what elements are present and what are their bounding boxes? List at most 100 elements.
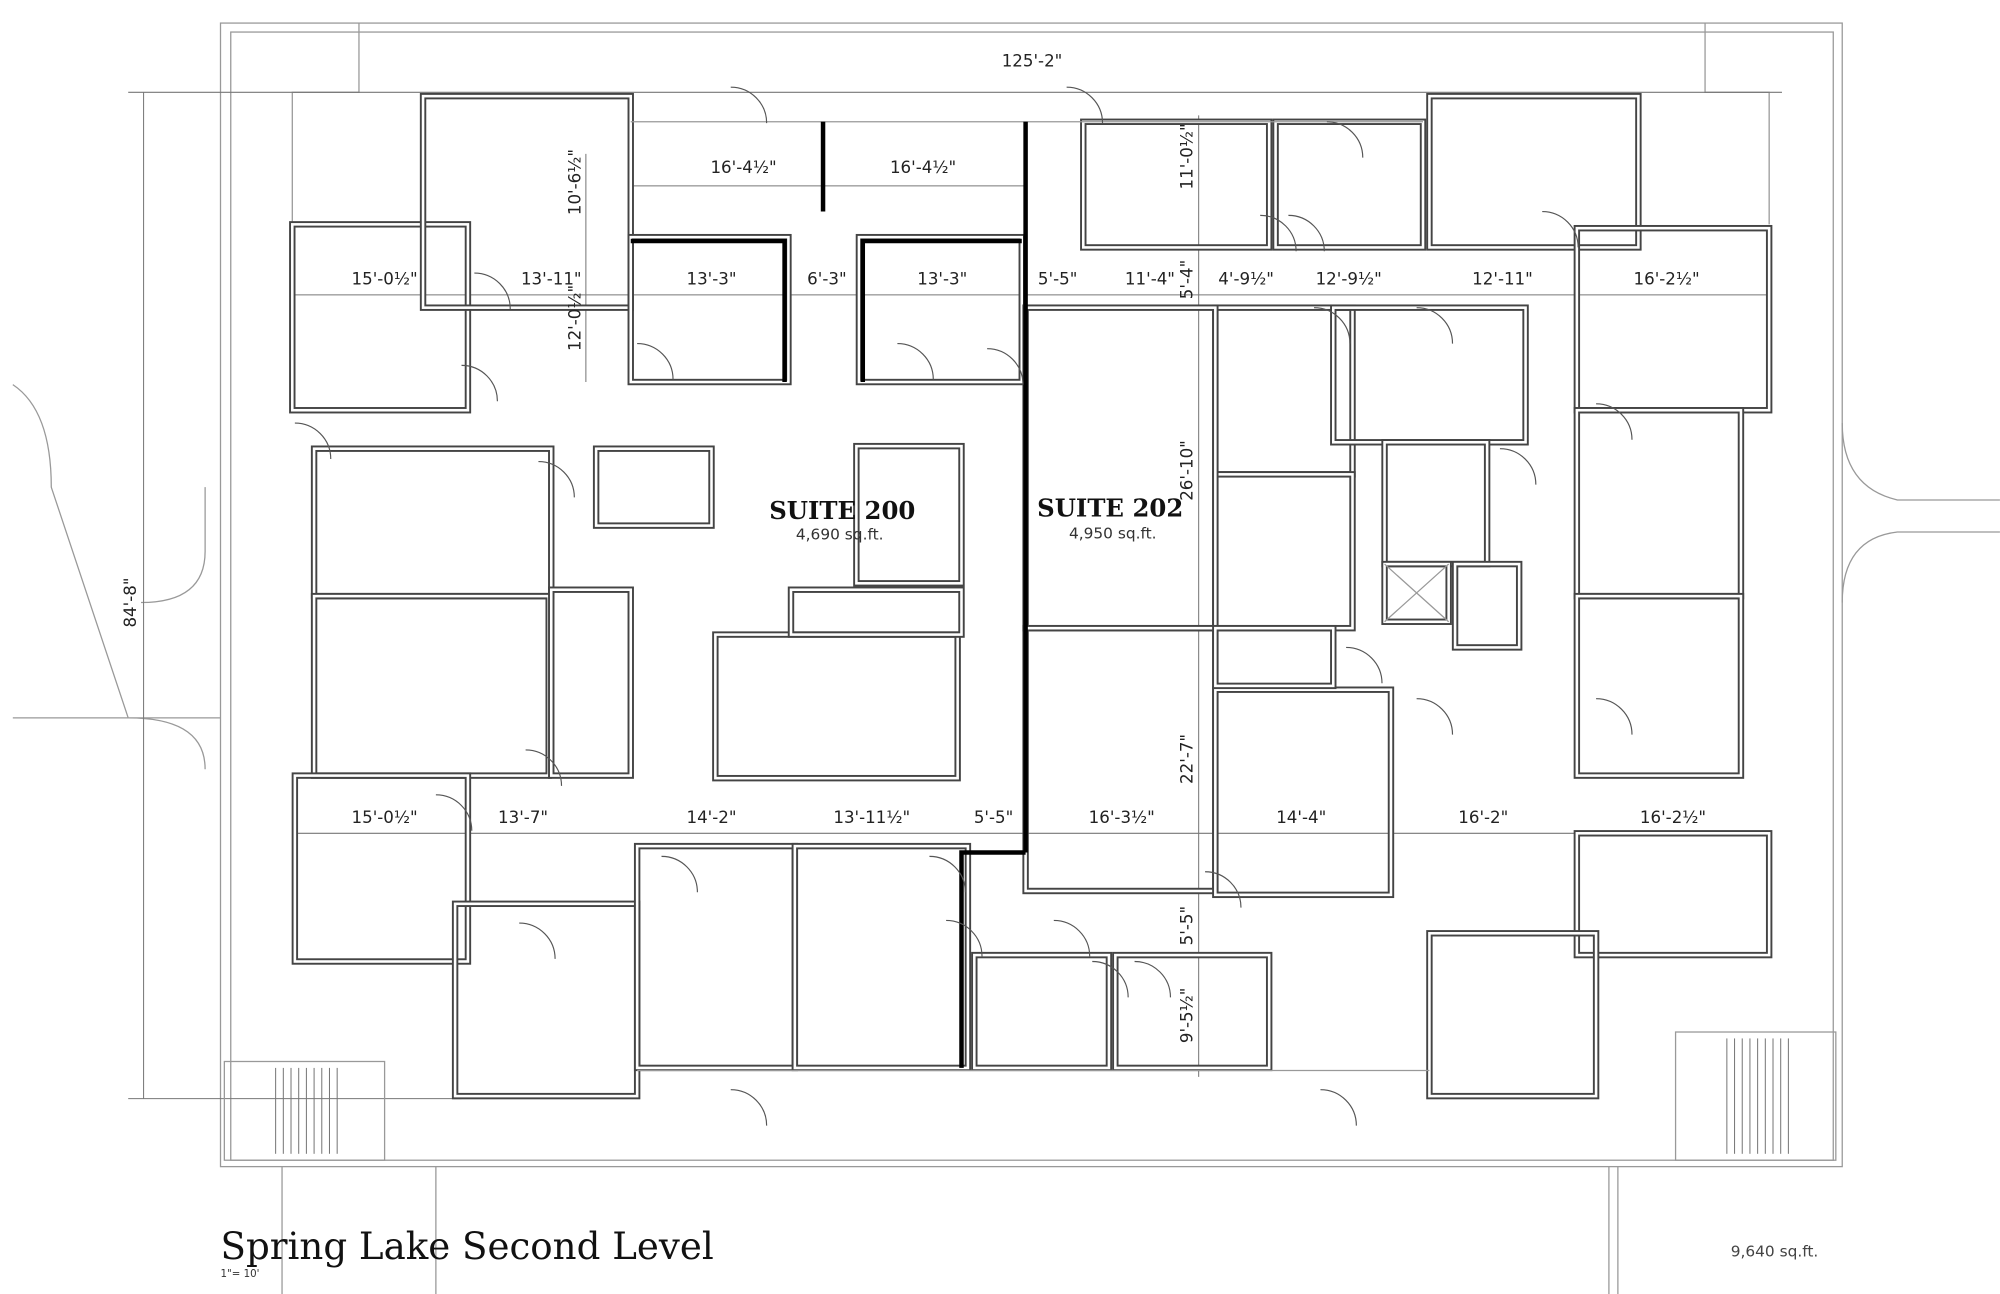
plan-scale: 1"= 10' — [221, 1268, 260, 1280]
room-wall — [291, 772, 472, 965]
door-swing — [1416, 307, 1454, 344]
room-wall — [451, 900, 641, 1100]
stair — [1674, 1031, 1837, 1161]
dimension-label: 16'-2" — [1458, 808, 1508, 827]
door-swing — [461, 364, 498, 402]
room-wall — [633, 842, 799, 1072]
room-wall — [1573, 407, 1745, 600]
dimension-label: 26'-10" — [1177, 440, 1196, 501]
door-swing — [525, 749, 563, 786]
dimension-label: 5'-5" — [1038, 270, 1077, 289]
door-swing — [1596, 698, 1633, 735]
stair — [223, 1060, 386, 1161]
dimension-label: 16'-4½" — [710, 158, 776, 177]
room-wall — [1573, 224, 1773, 414]
door-swing — [661, 855, 698, 893]
suite-202-area: 4,950 sq.ft. — [1069, 524, 1157, 542]
doors — [294, 86, 1633, 1126]
room-wall — [1426, 930, 1600, 1100]
room-wall — [1272, 118, 1427, 251]
dimension-label: 9'-5½" — [1177, 988, 1196, 1044]
suite-200-label: SUITE 200 — [769, 496, 915, 525]
room-wall — [1212, 471, 1356, 632]
door-swing — [730, 1089, 768, 1126]
dimension-label: 13'-3" — [686, 270, 736, 289]
room-wall — [1573, 592, 1745, 779]
demising-wall — [959, 850, 1026, 1068]
dimension-label: 22'-7" — [1177, 734, 1196, 784]
door-swing — [1260, 214, 1297, 252]
room-wall — [791, 842, 972, 1072]
door-swing — [1596, 403, 1633, 440]
door-swing — [294, 422, 332, 459]
door-swing — [1205, 871, 1242, 908]
door-swing — [519, 922, 556, 959]
dimension-label: 13'-11½" — [833, 808, 910, 827]
dimension-label: 4'-9½" — [1218, 270, 1274, 289]
dimension-label: 12'-11" — [1472, 270, 1533, 289]
room-wall — [1451, 560, 1523, 651]
door-swing — [946, 919, 983, 957]
dimension-overall-depth: 84'-8" — [121, 578, 140, 628]
dimension-label: 6'-3" — [807, 270, 846, 289]
room-wall — [1330, 304, 1529, 446]
dimension-label: 14'-2" — [686, 808, 736, 827]
dimension-label: 5'-5" — [974, 808, 1013, 827]
dimension-label: 16'-3½" — [1089, 808, 1155, 827]
room-wall — [1426, 92, 1642, 251]
dimension-label: 15'-0½" — [352, 270, 418, 289]
dimension-label: 16'-2½" — [1640, 808, 1706, 827]
suite-200-area: 4,690 sq.ft. — [796, 526, 884, 544]
total-area: 9,640 sq.ft. — [1731, 1242, 1819, 1260]
room-wall — [310, 592, 552, 779]
room-wall — [1573, 830, 1773, 959]
dimension-label: 15'-0½" — [352, 808, 418, 827]
door-swing — [1346, 646, 1383, 684]
dimension-label: 16'-2½" — [1634, 270, 1700, 289]
room-wall — [712, 631, 961, 782]
room-wall — [548, 586, 634, 779]
door-swing — [1326, 121, 1364, 158]
plan-title: Spring Lake Second Level — [221, 1224, 714, 1268]
dimension-label: 12'-0½" — [566, 285, 585, 351]
door-swing — [1542, 210, 1579, 248]
door-swing — [637, 342, 674, 380]
door-swing — [730, 86, 768, 124]
door-swing — [435, 794, 473, 831]
dimension-label: 14'-4" — [1276, 808, 1326, 827]
site-lines — [12, 22, 2000, 1294]
dimension-label: 13'-3" — [917, 270, 967, 289]
dimension-label: 11'-4" — [1125, 270, 1175, 289]
dimension-label: 5'-5" — [1177, 906, 1196, 945]
room-wall — [592, 445, 715, 529]
walls — [289, 92, 1773, 1100]
door-swing — [538, 460, 575, 498]
door-swing — [1053, 919, 1091, 957]
door-swing — [474, 272, 511, 309]
door-swing — [1066, 86, 1104, 124]
room-wall — [971, 951, 1113, 1072]
dimension-label: 16'-4½" — [890, 158, 956, 177]
door-swing — [1134, 960, 1172, 998]
dimension-label: 5'-4" — [1177, 260, 1196, 299]
room-wall — [289, 221, 472, 414]
door-swing — [987, 348, 1024, 385]
door-swing — [1416, 698, 1454, 735]
room-wall — [310, 445, 555, 600]
dimension-label: 13'-7" — [498, 808, 548, 827]
dimension-label: 11'-0½" — [1177, 123, 1196, 189]
partition-wall — [630, 238, 1022, 383]
door-swing — [1499, 448, 1537, 485]
room-wall — [787, 586, 965, 638]
room-wall — [627, 233, 792, 386]
door-swing — [1092, 960, 1129, 998]
dimension-label: 13'-11" — [521, 270, 582, 289]
stairs — [223, 1031, 1837, 1161]
room-wall — [1212, 624, 1337, 690]
dimension-label: 12'-9½" — [1316, 270, 1382, 289]
room-wall — [1080, 118, 1273, 251]
dimension-overall-width: 125'-2" — [1002, 52, 1063, 71]
door-swing — [929, 855, 966, 893]
suite-202-label: SUITE 202 — [1037, 494, 1183, 523]
